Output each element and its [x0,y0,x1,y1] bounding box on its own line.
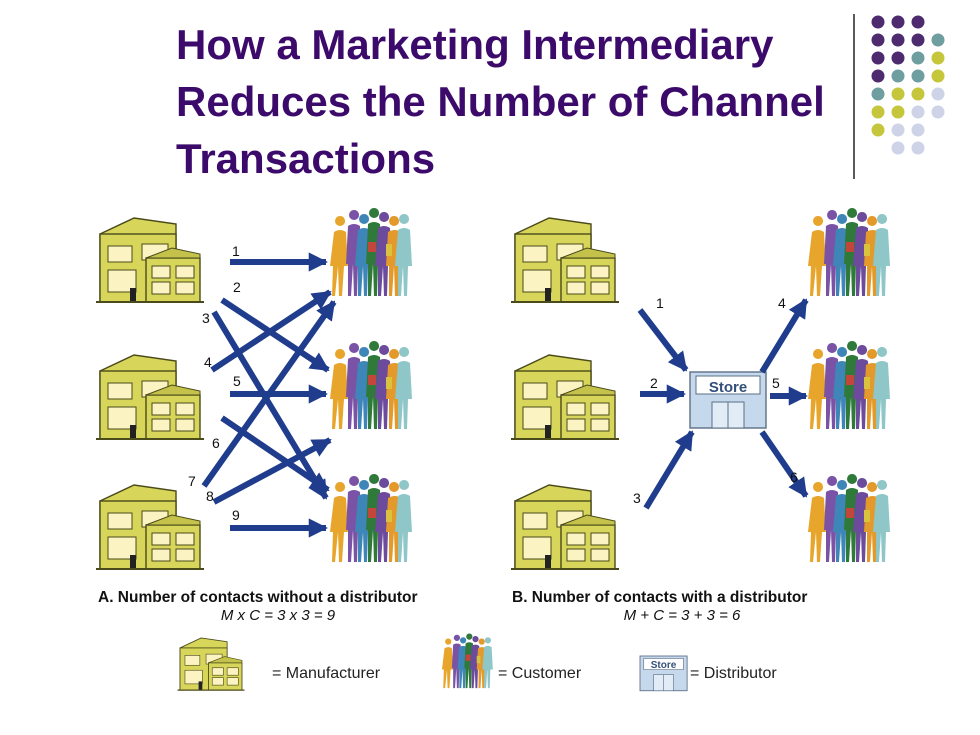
contact-label-b3: 3 [633,490,641,506]
title-line-1: How a Marketing Intermediary [176,21,774,68]
manufacturer-a1 [95,217,205,303]
title-line-3: Transactions [176,135,436,182]
decorative-dot [891,51,905,65]
decorative-dot [911,87,925,101]
contact-arrow-a7 [201,300,337,488]
contact-label-b1: 1 [656,295,664,311]
contact-label-b2: 2 [650,375,658,391]
contact-arrow-a2 [220,297,330,373]
decorative-dot [931,69,945,83]
decorative-dot [891,33,905,47]
manufacturer-b1 [510,217,620,303]
decorative-dot [891,141,905,155]
contact-label-b5: 5 [772,375,780,391]
decorative-dot [931,87,945,101]
panel-a-labels: 1 2 3 4 5 6 7 8 9 [188,243,241,523]
caption-a-formula: M x C = 3 x 3 = 9 [220,607,336,624]
manufacturer-a2 [95,354,205,440]
manufacturer-b3 [510,484,620,570]
contact-arrow-b6 [759,430,809,498]
decorative-dot [931,105,945,119]
decorative-dot [871,105,885,119]
caption-a-title: A. Number of contacts without a distribu… [98,589,418,606]
decorative-dot [931,51,945,65]
contact-label-a3: 3 [202,310,210,326]
customer-group-a1 [330,208,412,296]
manufacturer-a3 [95,484,205,570]
panel-a-arrows [201,252,337,538]
contact-arrow-b3 [643,430,695,510]
legend-store-label: Store [651,660,677,671]
title-divider-line [853,14,855,179]
manufacturer-b2 [510,354,620,440]
contact-arrow-a8 [212,437,332,505]
customer-group-b3 [808,474,890,562]
legend-customer-icon [442,633,493,689]
decorative-dot [911,15,925,29]
legend-distributor: = Distributor [690,665,777,682]
legend-manufacturer: = Manufacturer [272,665,381,682]
legend-manufacturer-icon [176,637,246,691]
decorative-dot [891,15,905,29]
customer-group-a3 [330,474,412,562]
contact-label-a2: 2 [233,279,241,295]
decorative-dot [911,123,925,137]
title-line-2: Reduces the Number of Channel [176,78,825,125]
caption-a: A. Number of contacts without a distribu… [98,589,458,625]
decorative-dot [871,15,885,29]
contact-arrow-b1 [637,308,689,372]
contact-label-a9: 9 [232,507,240,523]
decorative-dot [891,87,905,101]
contact-label-b6: 6 [790,469,798,485]
decorative-dot [911,33,925,47]
contact-label-a1: 1 [232,243,240,259]
decorative-dot [891,123,905,137]
decorative-dot [871,51,885,65]
store-label: Store [709,379,747,396]
decorative-dot [911,141,925,155]
slide-title: How a Marketing Intermediary Reduces the… [176,16,876,187]
customer-group-b2 [808,341,890,429]
contact-arrow-a6 [220,415,330,493]
decorative-dot-grid [871,15,945,155]
contact-label-a7: 7 [188,473,196,489]
contact-arrow-a4 [210,289,332,373]
panel-b-arrows [637,298,809,510]
contact-arrow-a3 [211,310,329,500]
contact-label-a5: 5 [233,373,241,389]
caption-b: B. Number of contacts with a distributor… [512,589,852,625]
decorative-dot [871,87,885,101]
contact-label-a4: 4 [204,354,212,370]
caption-b-formula: M + C = 3 + 3 = 6 [623,607,741,624]
contact-arrow-b4 [759,298,809,374]
decorative-dot [911,69,925,83]
contact-label-a8: 8 [206,488,214,504]
decorative-dot [871,123,885,137]
decorative-dot [891,69,905,83]
decorative-dot [911,51,925,65]
decorative-dot [891,105,905,119]
customer-group-b1 [808,208,890,296]
decorative-dot [871,33,885,47]
customer-group-a2 [330,341,412,429]
caption-b-title: B. Number of contacts with a distributor [512,589,808,606]
decorative-dot [871,69,885,83]
contact-label-b4: 4 [778,295,786,311]
contact-label-a6: 6 [212,435,220,451]
panel-b-labels: 1 2 3 4 5 6 [633,295,798,506]
decorative-dot [911,105,925,119]
decorative-dot [931,33,945,47]
legend-customer: = Customer [498,665,582,682]
